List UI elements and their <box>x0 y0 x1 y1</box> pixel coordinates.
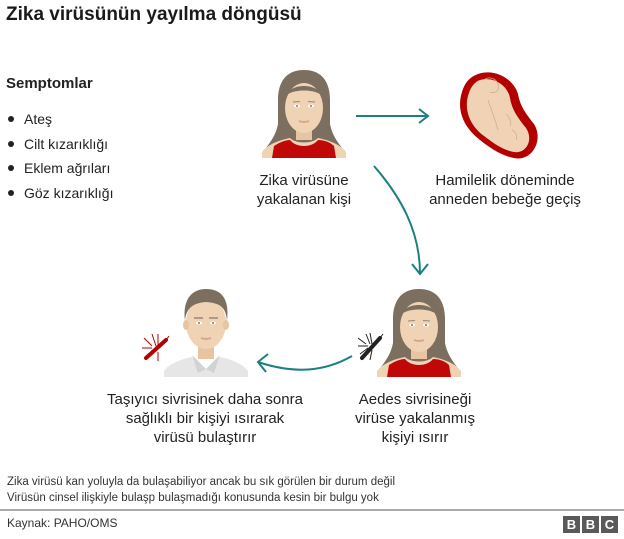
note-sexual-transmission: Virüsün cinsel ilişkiyle bulaşp bulaşmad… <box>7 492 379 504</box>
footer-divider <box>0 509 624 511</box>
step-2-caption: Hamilelik döneminde anneden bebeğe geçiş <box>429 172 581 208</box>
arrow-curved-left-icon <box>256 353 353 373</box>
symptoms-list: Ateş Cilt kızarıklığı Eklem ağrıları Göz… <box>8 107 113 205</box>
bullet-icon <box>8 116 14 122</box>
symptom-item: Eklem ağrıları <box>8 156 113 181</box>
note-blood-transmission: Zika virüsü kan yoluyla da bulaşabiliyor… <box>7 476 396 488</box>
healthy-man-icon <box>164 289 248 377</box>
arrow-right-icon <box>356 108 430 124</box>
bullet-icon <box>8 189 14 196</box>
bbc-logo: B B C <box>563 516 618 533</box>
symptom-item: Cilt kızarıklığı <box>8 132 113 157</box>
step-4-caption: Taşıyıcı sivrisinek daha sonra sağlıklı … <box>107 391 303 446</box>
infected-mosquito-icon <box>142 333 170 361</box>
fetus-in-womb-icon <box>460 72 538 159</box>
infographic-title: Zika virüsünün yayılma döngüsü <box>6 4 302 25</box>
bullet-icon <box>8 140 14 147</box>
infected-woman-icon <box>262 70 346 158</box>
mosquito-icon <box>357 332 384 361</box>
bullet-icon <box>8 165 14 171</box>
source-label: Kaynak: PAHO/OMS <box>7 516 118 530</box>
symptoms-heading: Semptomlar <box>6 75 93 92</box>
step-3-caption: Aedes sivrisineği virüse yakalanmış kişi… <box>354 391 476 446</box>
symptom-item: Ateş <box>8 107 113 132</box>
step-1-caption: Zika virüsüne yakalanan kişi <box>256 172 352 208</box>
arrow-curved-down-icon <box>373 165 429 276</box>
bitten-woman-icon <box>377 289 461 377</box>
symptom-item: Göz kızarıklığı <box>8 181 113 206</box>
